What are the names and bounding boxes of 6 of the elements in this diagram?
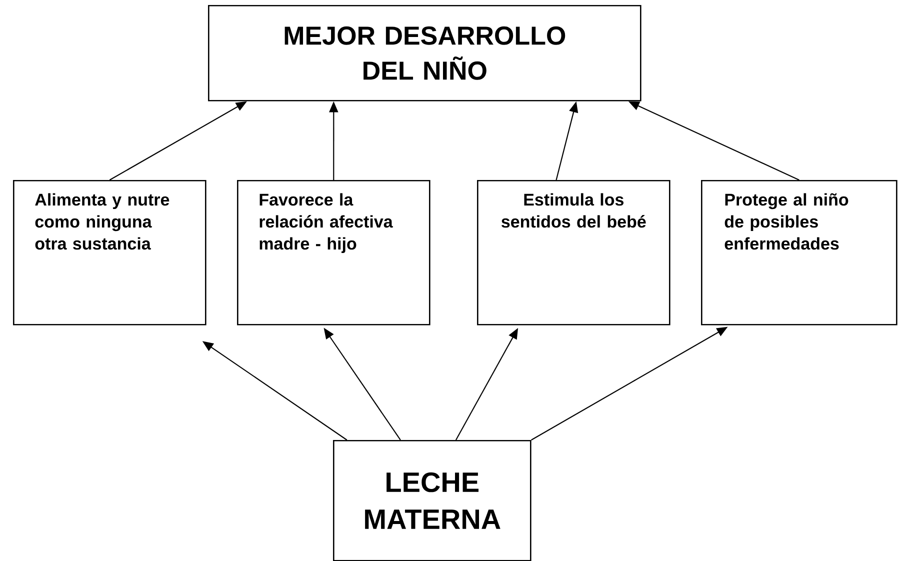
- box: Alimenta y nutre como ninguna otra sustancia: [13, 180, 206, 326]
- box: Favorece la relación afectiva madre - hijo: [237, 180, 430, 326]
- box: Protege al niño de posibles enfermedades: [701, 180, 898, 326]
- box: Estimula los sentidos del bebé: [477, 180, 670, 326]
- box: LECHE MATERNA: [333, 440, 532, 561]
- box: MEJOR DESARROLLO DEL NIÑO: [208, 5, 642, 102]
